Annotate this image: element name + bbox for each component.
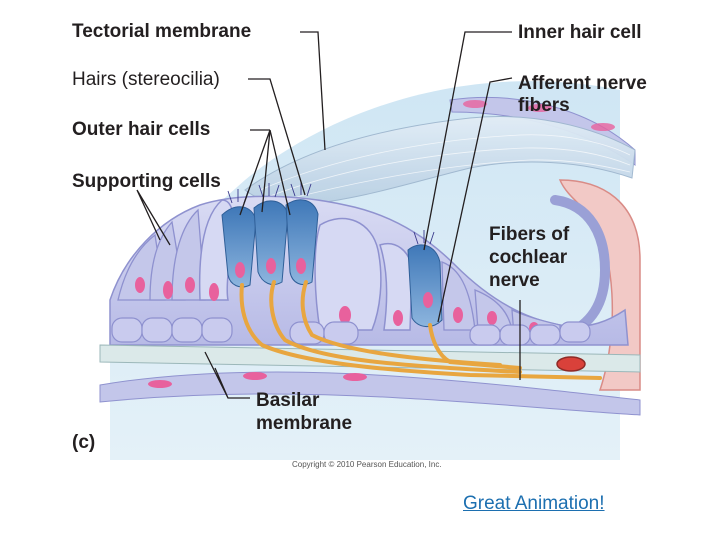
great-animation-link[interactable]: Great Animation!: [463, 493, 605, 515]
label-afferent-line1: Afferent nerve: [518, 73, 647, 95]
label-tectorial-membrane: Tectorial membrane: [72, 21, 251, 43]
label-cochlear-line2: cochlear: [489, 247, 567, 269]
label-inner-hair-cell: Inner hair cell: [518, 22, 642, 44]
label-supporting-cells: Supporting cells: [72, 171, 221, 193]
label-hairs-stereocilia: Hairs (stereocilia): [72, 69, 220, 91]
label-cochlear-line1: Fibers of: [489, 224, 569, 246]
label-basilar-line2: membrane: [256, 413, 352, 435]
copyright-notice: Copyright © 2010 Pearson Education, Inc.: [292, 460, 442, 469]
label-afferent-line2: fibers: [518, 95, 570, 117]
label-outer-hair-cells: Outer hair cells: [72, 119, 210, 141]
blood-vessel: [557, 357, 585, 371]
label-cochlear-line3: nerve: [489, 270, 540, 292]
inner-hair-cell: [408, 245, 442, 327]
label-basilar-line1: Basilar: [256, 390, 319, 412]
panel-letter: (c): [72, 432, 95, 454]
